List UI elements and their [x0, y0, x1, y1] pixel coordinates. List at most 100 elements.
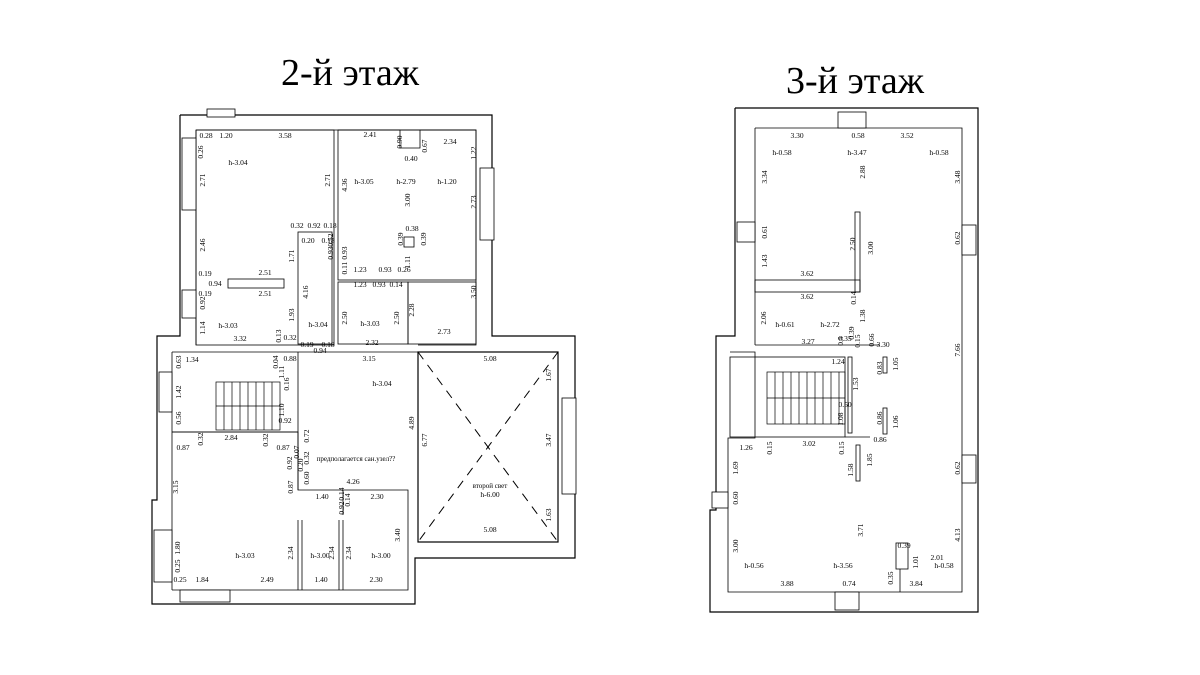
dimension-label: 1.85 — [865, 453, 874, 466]
dimension-label: 0.39 — [419, 232, 428, 245]
dimension-label: h-3.47 — [847, 148, 867, 157]
dimension-label: 0.39 — [847, 326, 856, 339]
dimension-label: 0.15 — [853, 334, 862, 347]
dimension-label: 0.19 — [198, 269, 211, 278]
dimension-label: 0.13 — [274, 329, 283, 342]
dimension-label: 0.26 — [196, 145, 205, 158]
dimension-label: 0.18 — [321, 236, 334, 245]
dimension-label: 3.27 — [801, 337, 814, 346]
dimension-label: 2.71 — [323, 173, 332, 186]
dimension-label: 1.53 — [851, 377, 860, 390]
dimension-label: 0.35 — [886, 571, 895, 584]
dimension-label: 1.10 — [277, 403, 286, 416]
dimension-label: 2.34 — [344, 546, 353, 559]
dimension-label: 0.15 — [837, 441, 846, 454]
dimension-label: 4.26 — [346, 477, 359, 486]
dimension-label: 0.5 — [836, 336, 845, 346]
dimension-label: h-0.58 — [772, 148, 792, 157]
dimension-label: 1.24 — [831, 357, 844, 366]
dimension-label: 0.14 — [389, 280, 402, 289]
dimension-label: 2.51 — [258, 268, 271, 277]
dimension-label: 0.87 — [276, 443, 289, 452]
dimension-label: 2.32 — [365, 338, 378, 347]
floor-2-title: 2-й этаж — [281, 52, 420, 94]
window — [179, 589, 231, 603]
dimension-label: 2.49 — [260, 575, 273, 584]
dimension-label: 7.66 — [953, 343, 962, 356]
dimension-label: 0.58 — [851, 131, 864, 140]
floor-3-outer-wall — [709, 107, 979, 613]
plan-note: второй свет — [473, 482, 508, 490]
dimension-label: 0.92 — [307, 221, 320, 230]
dimension-label: 0.32 — [290, 221, 303, 230]
floor-2-outer-wall — [151, 114, 576, 605]
dimension-label: 0.14 — [337, 487, 346, 500]
dimension-label: 0.15 — [765, 441, 774, 454]
dimension-label: 5.08 — [483, 354, 496, 363]
dimension-label: 1.93 — [287, 308, 296, 321]
dimension-label: 0.52 — [326, 233, 335, 246]
window — [158, 371, 173, 413]
window — [736, 221, 756, 243]
dimension-label: 3.48 — [953, 170, 962, 183]
floor-3-plan — [709, 107, 979, 613]
wall-partition — [227, 278, 285, 289]
dimension-label: 2.34 — [327, 546, 336, 559]
dimension-label: 0.74 — [842, 579, 855, 588]
dimension-label: 0.25 — [173, 559, 182, 572]
dimension-label: 0.32 — [302, 451, 311, 464]
dimension-label: 2.30 — [369, 575, 382, 584]
dimension-label: 2.73 — [469, 195, 478, 208]
dimension-label: h-2.79 — [396, 177, 416, 186]
dimension-label: 0.32 — [283, 333, 296, 342]
dimension-label: 2.30 — [370, 492, 383, 501]
dimension-label: 0.92 — [337, 501, 346, 514]
wall-partition-3 — [754, 279, 861, 293]
dimension-label: 2.34 — [286, 546, 295, 559]
dimension-label: 2.84 — [224, 433, 237, 442]
window — [834, 591, 860, 611]
dimension-label: h-3.04 — [372, 379, 392, 388]
dimension-label: 2.01 — [930, 553, 943, 562]
dimension-label: 0.32 — [196, 432, 205, 445]
dimension-label: 2.50 — [848, 237, 857, 250]
dimension-label: 0.72 — [302, 429, 311, 442]
dimension-label: 0.86 — [875, 411, 884, 424]
room-top-center — [337, 129, 477, 281]
dimension-label: 0.28 — [199, 131, 212, 140]
dimension-label: 0.07 — [292, 445, 301, 458]
chimney-box — [895, 542, 909, 570]
dimension-label: 3.02 — [802, 439, 815, 448]
dimension-label: 2.73 — [437, 327, 450, 336]
dimension-label: h-0.56 — [744, 561, 764, 570]
dimension-label: 0.83 — [875, 361, 884, 374]
dimension-label: 0.18 — [321, 340, 334, 349]
dimension-label: 1.84 — [195, 575, 208, 584]
dimension-label: 0.62 — [953, 461, 962, 474]
dimension-label: 3.34 — [760, 170, 769, 183]
dimension-label: 2.71 — [198, 173, 207, 186]
dimension-label: 0.50 — [838, 400, 851, 409]
dimension-label: 0.38 — [405, 224, 418, 233]
dimension-label: 0.39 — [396, 232, 405, 245]
dimension-label: 3.15 — [171, 480, 180, 493]
floor-3-title: 3-й этаж — [786, 60, 925, 102]
dimension-label: 0.20 — [296, 458, 305, 471]
dimension-label: 3.32 — [233, 334, 246, 343]
dimension-label: 1.11 — [277, 365, 286, 378]
dimension-label: 3.58 — [278, 131, 291, 140]
floor-2-stairs — [215, 381, 281, 431]
dimension-label: 0.61 — [760, 225, 769, 238]
dimension-label: 1.01 — [911, 555, 920, 568]
dimension-label: 2.06 — [759, 311, 768, 324]
dimension-label: 2.46 — [198, 238, 207, 251]
dimension-label: h-3.04 — [308, 320, 328, 329]
dimension-label: h-6.00 — [480, 490, 500, 499]
floor-2-plan — [151, 108, 577, 605]
dimension-label: h-3.00 — [310, 551, 330, 560]
dimension-label: 1.34 — [185, 355, 198, 364]
dimension-label: 0.93 — [378, 265, 391, 274]
dimension-label: 0.92 — [278, 416, 291, 425]
